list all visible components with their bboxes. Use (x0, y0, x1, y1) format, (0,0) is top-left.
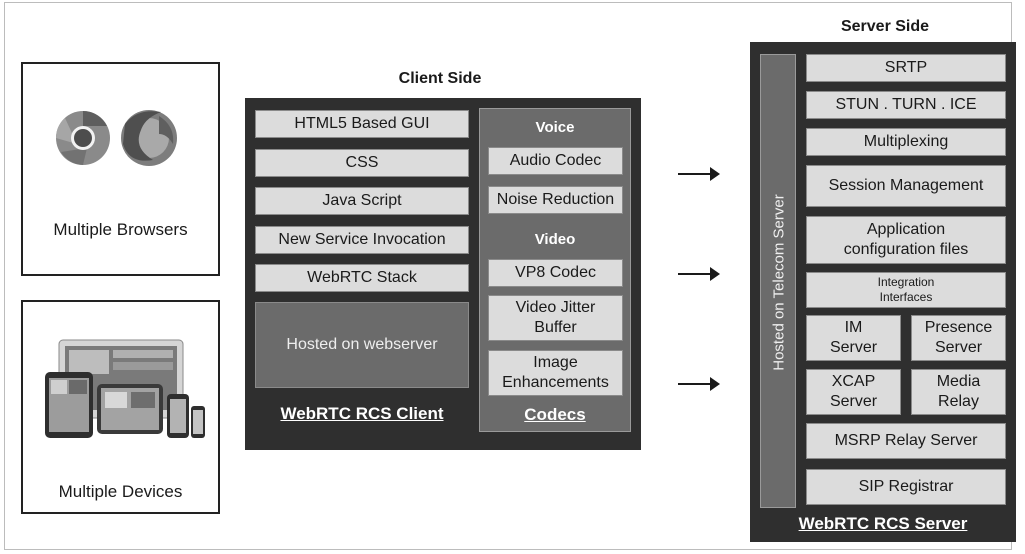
codec-image-enhancements: Image Enhancements (488, 350, 623, 396)
browser-icons (56, 110, 177, 166)
hosted-on-telecom-bar: Hosted on Telecom Server (760, 54, 796, 508)
devices-image (45, 339, 205, 438)
chrome-icon (56, 111, 110, 165)
codec-noise-reduction: Noise Reduction (488, 186, 623, 214)
server-item-multiplexing: Multiplexing (806, 128, 1006, 156)
voice-heading: Voice (535, 119, 575, 136)
client-item-css: CSS (255, 149, 469, 177)
video-heading: Video (534, 231, 576, 248)
hosted-vertical-wrap: Hosted on Telecom Server (761, 55, 797, 509)
server-item-app-config: Application configuration files (806, 216, 1006, 264)
browsers-box: Multiple Browsers (21, 62, 220, 276)
server-item-stun-turn-ice: STUN . TURN . ICE (806, 91, 1006, 119)
server-item-session-management: Session Management (806, 165, 1006, 207)
server-item-xcap-server: XCAP Server (806, 369, 901, 415)
server-item-sip-registrar: SIP Registrar (806, 469, 1006, 505)
server-side-heading: Server Side (840, 18, 930, 35)
arrow-1 (678, 167, 720, 181)
client-panel: HTML5 Based GUI CSS Java Script New Serv… (245, 98, 641, 450)
server-panel: Hosted on Telecom Server SRTP STUN . TUR… (750, 42, 1016, 542)
devices-label: Multiple Devices (58, 482, 183, 501)
codec-audio: Audio Codec (488, 147, 623, 175)
server-item-im-server: IM Server (806, 315, 901, 361)
arrow-3 (678, 377, 720, 391)
client-item-html5-gui: HTML5 Based GUI (255, 110, 469, 138)
server-item-presence-server: Presence Server (911, 315, 1006, 361)
server-item-integration-interfaces: Integration Interfaces (806, 272, 1006, 308)
devices-box: Multiple Devices (21, 300, 220, 514)
server-item-srtp: SRTP (806, 54, 1006, 82)
client-side-heading: Client Side (398, 70, 482, 87)
codecs-panel: Voice Audio Codec Noise Reduction Video … (479, 108, 631, 432)
client-item-javascript: Java Script (255, 187, 469, 215)
firefox-icon (121, 110, 177, 166)
codec-vp8: VP8 Codec (488, 259, 623, 287)
server-caption: WebRTC RCS Server (798, 514, 968, 533)
client-caption: WebRTC RCS Client (280, 404, 444, 423)
client-item-webrtc-stack: WebRTC Stack (255, 264, 469, 292)
codec-video-jitter-buffer: Video Jitter Buffer (488, 295, 623, 341)
server-item-media-relay: Media Relay (911, 369, 1006, 415)
browsers-label: Multiple Browsers (53, 220, 188, 239)
hosted-on-telecom-label: Hosted on Telecom Server (770, 193, 788, 371)
arrow-2 (678, 267, 720, 281)
server-item-msrp-relay: MSRP Relay Server (806, 423, 1006, 459)
client-item-service-invocation: New Service Invocation (255, 226, 469, 254)
codecs-caption: Codecs (524, 405, 586, 424)
hosted-on-webserver: Hosted on webserver (255, 302, 469, 388)
